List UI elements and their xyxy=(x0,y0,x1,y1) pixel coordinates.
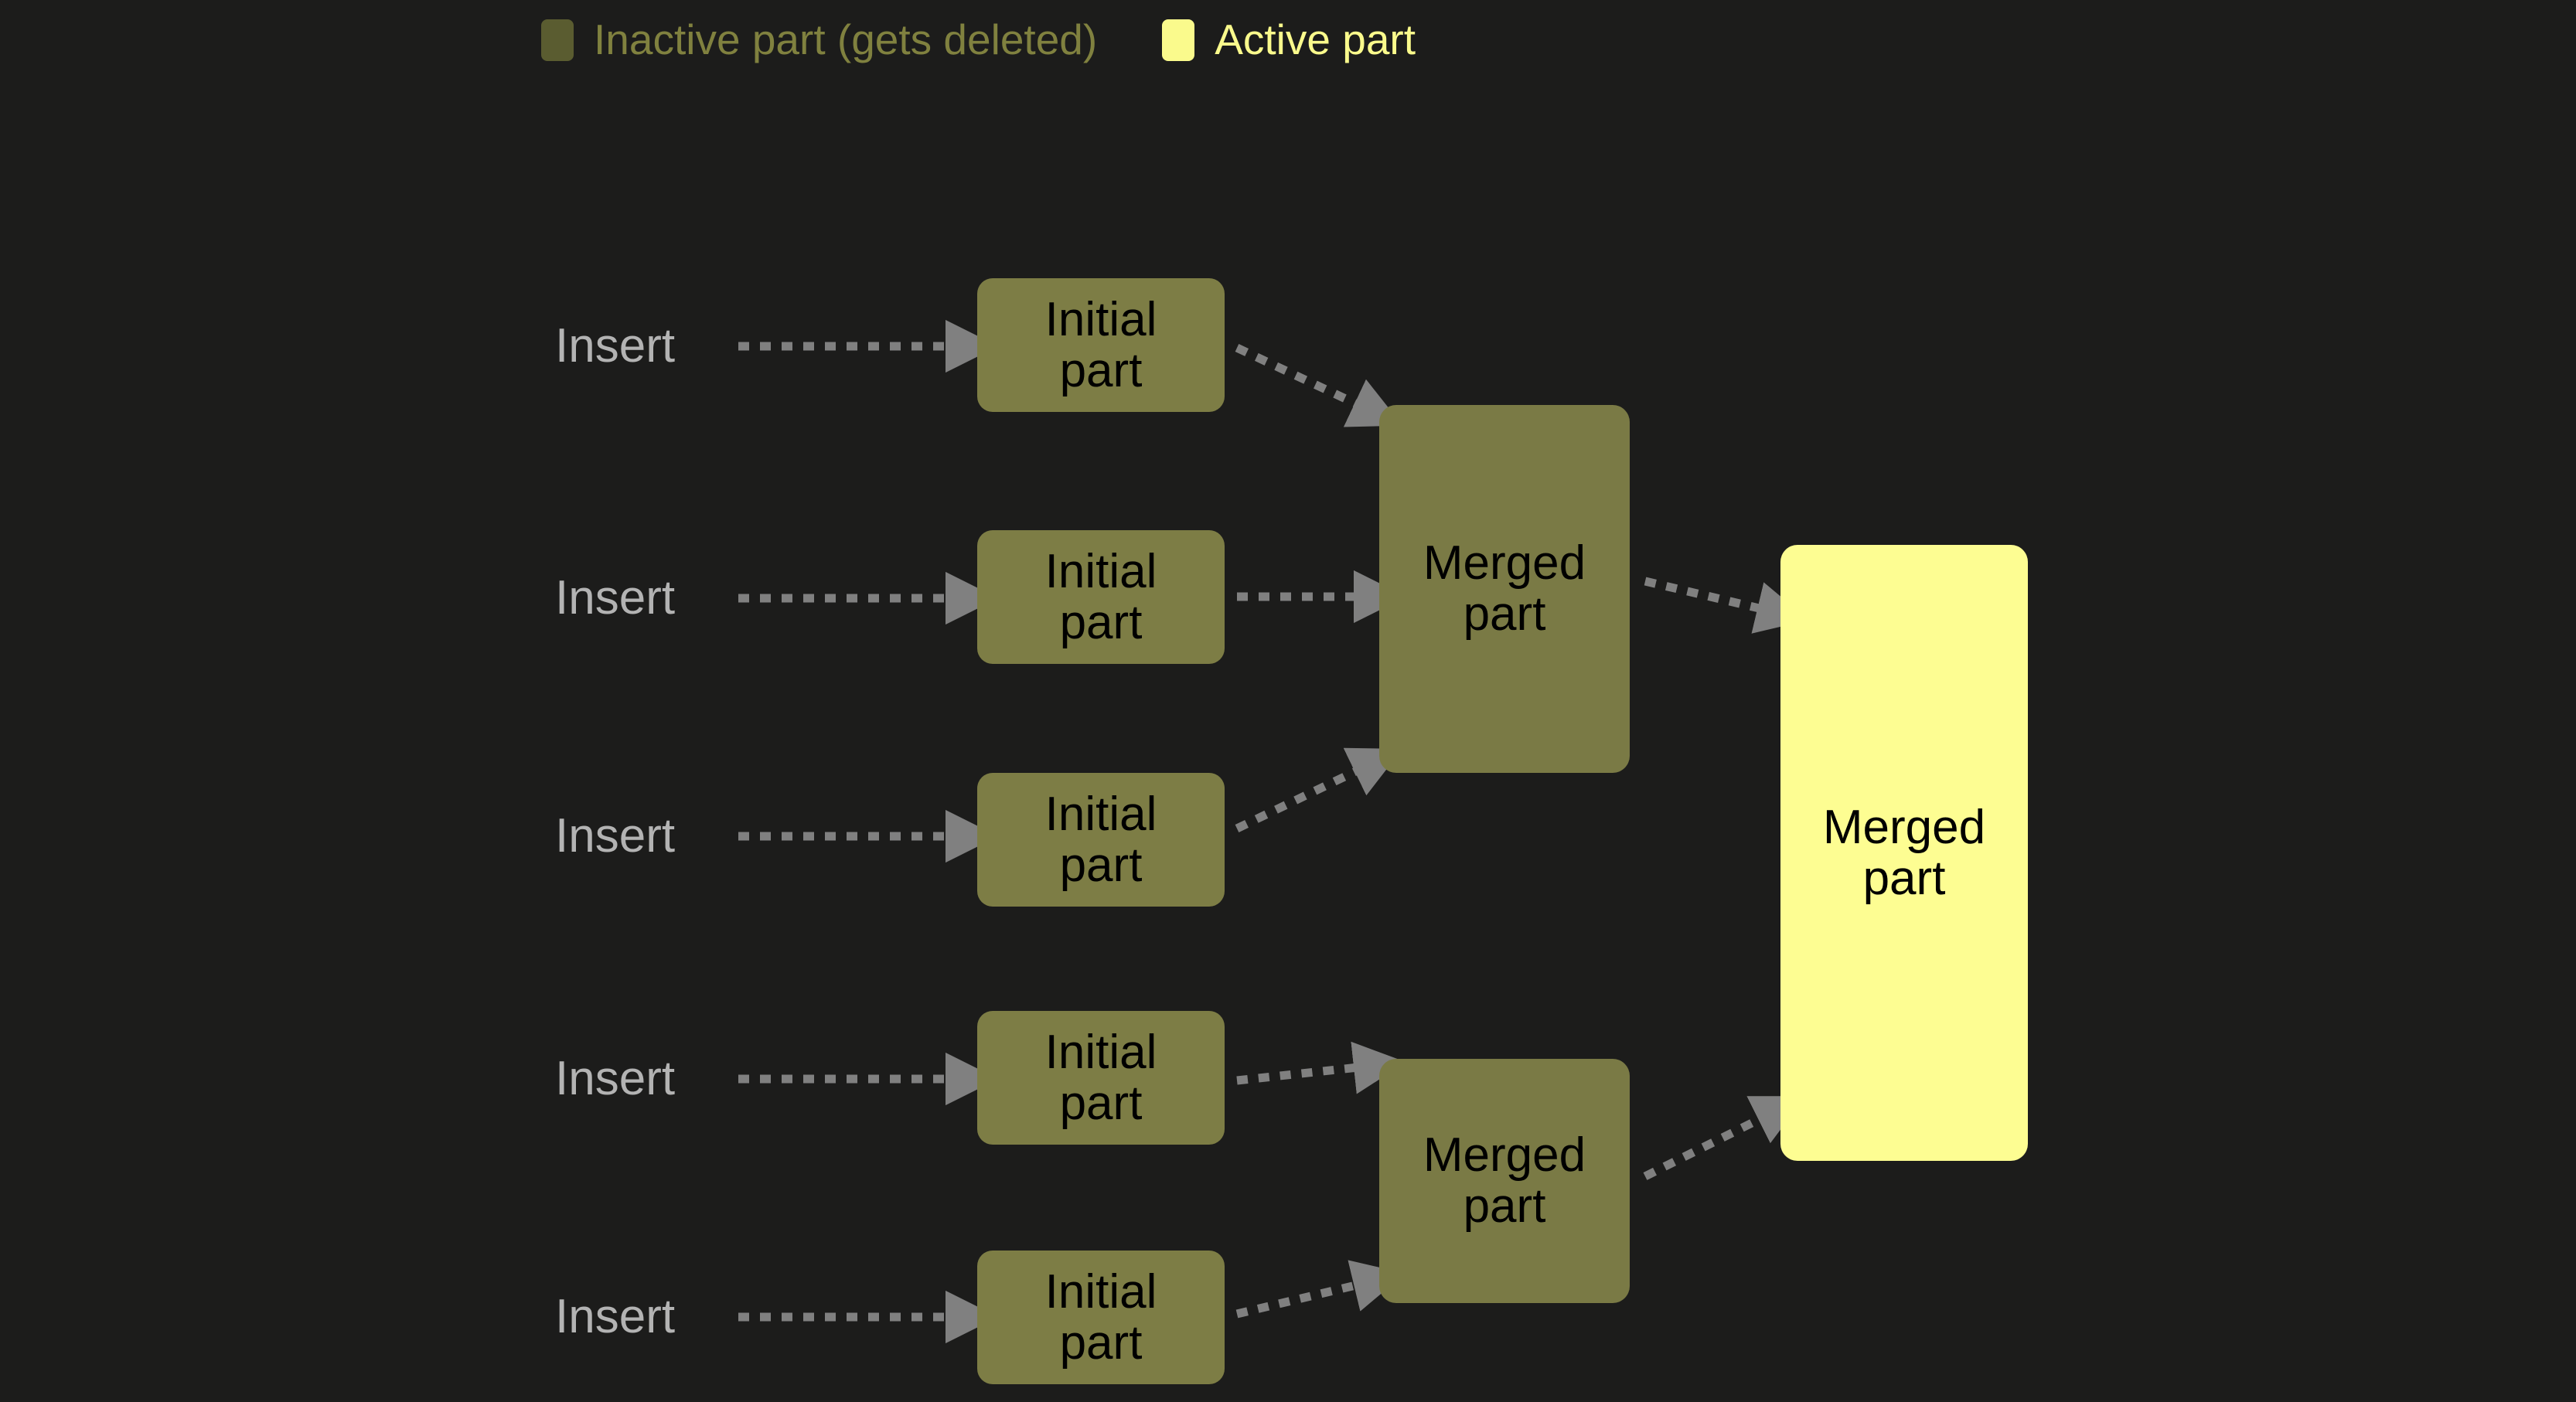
node-initial-part-4[interactable]: Initial part xyxy=(977,1011,1225,1145)
insert-label-2: Insert xyxy=(555,571,676,624)
node-initial-part-2[interactable]: Initial part xyxy=(977,530,1225,664)
arrow-merged-bottom-to-merged-final xyxy=(1643,1096,1806,1180)
insert-label-5: Insert xyxy=(555,1290,676,1343)
arrow-initial-4-to-merged-bottom xyxy=(1236,1041,1406,1094)
node-merged-part-bottom[interactable]: Merged part xyxy=(1379,1059,1630,1303)
arrow-merged-top-to-merged-final xyxy=(1644,577,1809,634)
node-initial-part-3[interactable]: Initial part xyxy=(977,773,1225,907)
node-merged-part-top[interactable]: Merged part xyxy=(1379,405,1630,773)
node-initial-part-1[interactable]: Initial part xyxy=(977,278,1225,412)
node-merged-part-final[interactable]: Merged part xyxy=(1780,545,2028,1161)
insert-label-4: Insert xyxy=(555,1052,676,1105)
legend-label-inactive: Inactive part (gets deleted) xyxy=(594,15,1098,63)
arrow-initial-5-to-merged-bottom xyxy=(1235,1260,1406,1319)
arrow-initial-1-to-merged-top xyxy=(1235,344,1403,427)
insert-label-3: Insert xyxy=(555,809,676,863)
legend-item-inactive: Inactive part (gets deleted) xyxy=(541,19,1097,61)
legend: Inactive part (gets deleted) Active part xyxy=(541,19,1416,61)
legend-item-active: Active part xyxy=(1162,19,1416,61)
arrow-initial-3-to-merged-top xyxy=(1235,747,1402,832)
node-initial-part-5[interactable]: Initial part xyxy=(977,1251,1225,1384)
insert-label-1: Insert xyxy=(555,319,676,373)
legend-swatch-inactive-icon xyxy=(541,19,574,61)
legend-label-active: Active part xyxy=(1215,15,1416,63)
legend-swatch-active-icon xyxy=(1162,19,1195,61)
